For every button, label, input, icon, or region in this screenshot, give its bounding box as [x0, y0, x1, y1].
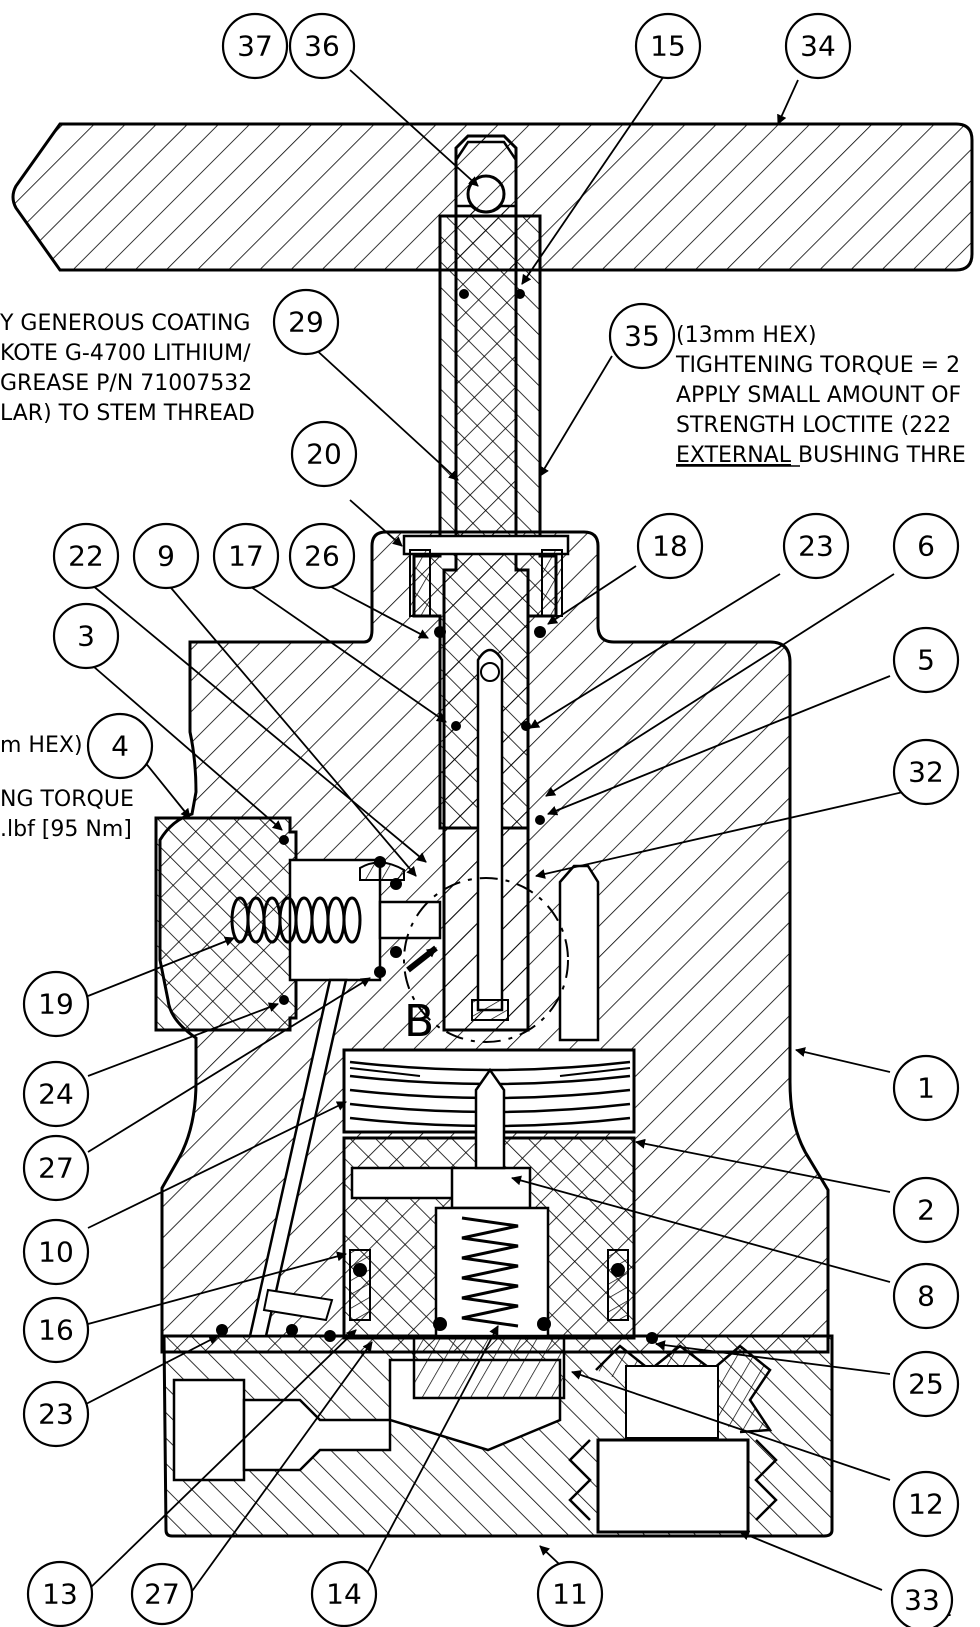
balloon-8: 8 [892, 1262, 960, 1330]
bushing-thread-note: EXTERNAL BUSHING THRE [676, 443, 966, 468]
svg-text:24: 24 [38, 1078, 74, 1111]
external-word: EXTERNAL [676, 443, 792, 468]
svg-text:36: 36 [304, 30, 340, 63]
svg-text:37: 37 [237, 30, 273, 63]
balloon-32: 32 [892, 738, 960, 806]
balloon-17: 17 [212, 522, 280, 590]
bushing-thread-word: BUSHING THRE [791, 443, 966, 468]
svg-text:3: 3 [77, 620, 95, 653]
svg-text:34: 34 [800, 30, 836, 63]
svg-text:16: 16 [38, 1314, 74, 1347]
stem-bonnet [402, 134, 570, 1032]
detail-label: B [404, 996, 434, 1047]
balloon-18: 18 [636, 512, 704, 580]
bushing-loctite-note-2: STRENGTH LOCTITE (222 [676, 413, 951, 438]
plug-torque-value: .lbf [95 Nm] [0, 817, 132, 842]
balloon-26: 26 [288, 522, 356, 590]
balloon-35: 35 [608, 302, 676, 370]
balloon-5: 5 [892, 626, 960, 694]
balloon-33: 33 [890, 1568, 954, 1627]
piston [216, 1067, 658, 1400]
bushing-torque-note: TIGHTENING TORQUE = 2 [675, 353, 960, 378]
balloon-27-left: 27 [22, 1134, 90, 1202]
svg-text:26: 26 [304, 540, 340, 573]
balloon-14: 14 [310, 1560, 378, 1627]
svg-text:25: 25 [908, 1368, 944, 1401]
balloon-3: 3 [52, 602, 120, 670]
balloon-19: 19 [22, 970, 90, 1038]
svg-text:11: 11 [552, 1578, 588, 1611]
bushing-note: (13mm HEX) TIGHTENING TORQUE = 2 APPLY S… [675, 323, 966, 468]
balloon-22: 22 [52, 522, 120, 590]
balloon-9: 9 [132, 522, 200, 590]
balloon-29: 29 [272, 288, 340, 356]
balloon-23-bottom: 23 [22, 1380, 90, 1448]
leader-lines [85, 69, 913, 1595]
balloon-20: 20 [290, 420, 358, 488]
bushing-loctite-note-1: APPLY SMALL AMOUNT OF [676, 383, 961, 408]
grease-note-line-3: GREASE P/N 71007532 [0, 371, 252, 396]
balloon-2: 2 [892, 1176, 960, 1244]
svg-text:6: 6 [917, 530, 935, 563]
balloon-15: 15 [634, 12, 702, 80]
svg-text:20: 20 [306, 438, 342, 471]
svg-text:27: 27 [38, 1152, 74, 1185]
svg-text:29: 29 [288, 306, 324, 339]
svg-text:14: 14 [326, 1578, 362, 1611]
balloons: 37 36 15 34 29 35 20 22 9 17 26 18 23 6 … [22, 12, 960, 1627]
svg-text:32: 32 [908, 756, 944, 789]
balloon-34: 34 [784, 12, 852, 80]
balloon-37: 37 [221, 12, 289, 80]
svg-text:9: 9 [157, 540, 175, 573]
svg-text:23: 23 [38, 1398, 74, 1431]
svg-text:8: 8 [917, 1280, 935, 1313]
svg-text:35: 35 [624, 320, 660, 353]
svg-text:5: 5 [917, 644, 935, 677]
plug-note: m HEX) NG TORQUE .lbf [95 Nm] [0, 733, 134, 842]
svg-text:1: 1 [917, 1072, 935, 1105]
svg-text:4: 4 [111, 730, 129, 763]
svg-text:33: 33 [904, 1584, 940, 1617]
svg-text:15: 15 [650, 30, 686, 63]
svg-text:19: 19 [38, 988, 74, 1021]
balloon-27-bottom: 27 [130, 1562, 194, 1626]
svg-text:12: 12 [908, 1488, 944, 1521]
balloon-16: 16 [22, 1296, 90, 1364]
balloon-10: 10 [22, 1218, 90, 1286]
grease-note-line-2: KOTE G-4700 LITHIUM/ [0, 341, 251, 366]
svg-text:27: 27 [144, 1578, 180, 1611]
svg-text:22: 22 [68, 540, 104, 573]
bushing-hex-note: (13mm HEX) [676, 323, 817, 348]
balloon-11: 11 [536, 1560, 604, 1627]
balloon-4: 4 [86, 712, 154, 780]
grease-note: Y GENEROUS COATING KOTE G-4700 LITHIUM/ … [0, 311, 255, 426]
balloon-25: 25 [892, 1350, 960, 1418]
detail-circle: B [403, 877, 569, 1047]
balloon-13: 13 [26, 1560, 94, 1627]
balloon-24: 24 [22, 1060, 90, 1128]
balloon-36: 36 [288, 12, 356, 80]
plug-torque-note: NG TORQUE [0, 787, 134, 812]
svg-text:17: 17 [228, 540, 264, 573]
balloon-12: 12 [892, 1470, 960, 1538]
grease-note-line-4: LAR) TO STEM THREAD [0, 401, 255, 426]
plug-hex-note: m HEX) [0, 733, 83, 758]
guide-pin [558, 864, 600, 1042]
side-plug [154, 816, 442, 1338]
svg-text:2: 2 [917, 1194, 935, 1227]
grease-note-line-1: Y GENEROUS COATING [0, 311, 250, 336]
balloon-1: 1 [892, 1054, 960, 1122]
bottom-plug [162, 1334, 834, 1538]
svg-text:10: 10 [38, 1236, 74, 1269]
svg-text:13: 13 [42, 1578, 78, 1611]
balloon-23-top: 23 [782, 512, 850, 580]
svg-text:23: 23 [798, 530, 834, 563]
balloon-6: 6 [892, 512, 960, 580]
svg-text:18: 18 [652, 530, 688, 563]
